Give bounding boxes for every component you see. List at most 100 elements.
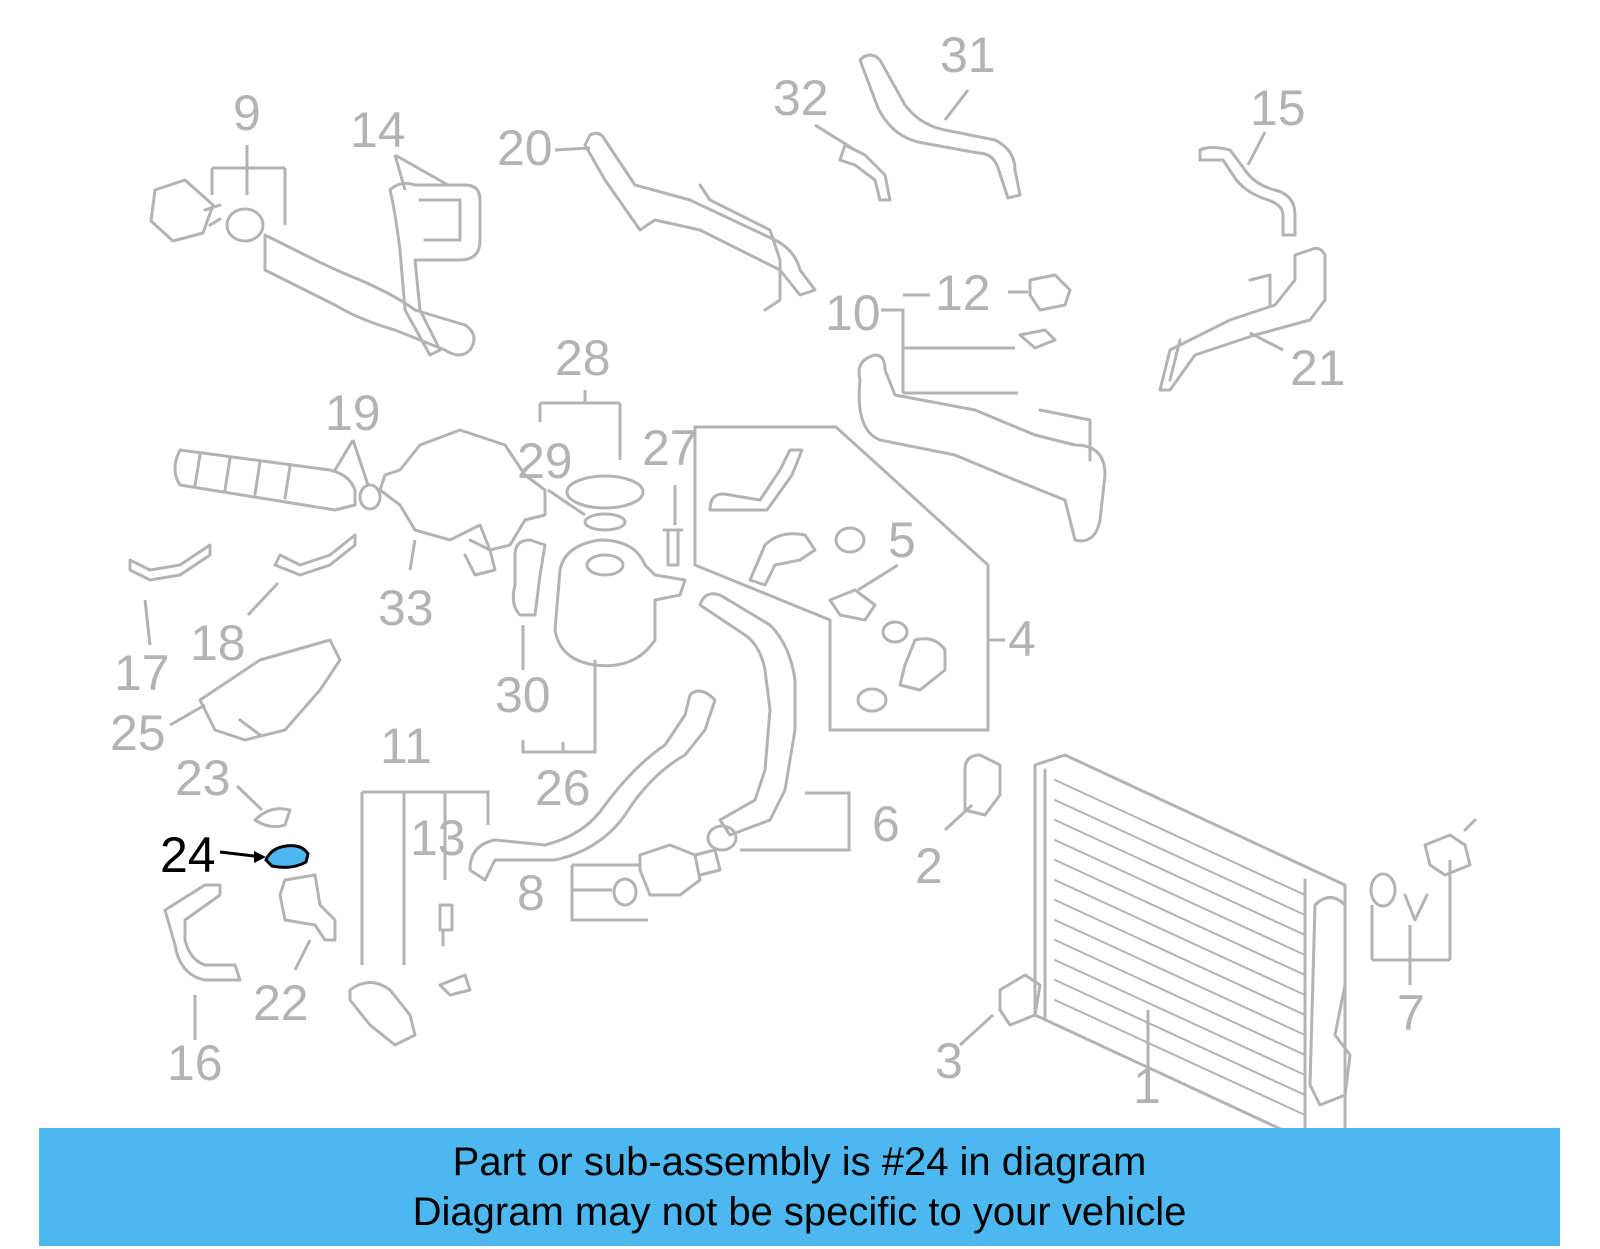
part-19-ring [358, 483, 382, 511]
part-1-radiator-frame [1033, 753, 1347, 1128]
leader-18 [246, 581, 280, 617]
part-9-fitting [149, 178, 222, 243]
callout-16: 16 [167, 1035, 223, 1091]
leader-32 [814, 123, 856, 152]
part-24-shape[interactable] [264, 844, 310, 869]
callout-9: 9 [233, 85, 261, 141]
leader-11 [360, 790, 490, 965]
leader-19 [333, 439, 370, 486]
callout-2: 2 [915, 838, 943, 894]
callout-3: 3 [935, 1033, 963, 1089]
part-8-ring [612, 877, 638, 907]
callout-22: 22 [253, 975, 309, 1031]
part-25-bracket [198, 638, 342, 742]
banner-line-part: Part or sub-assembly is #24 in diagram [452, 1140, 1147, 1184]
part-2-bracket [963, 753, 1002, 817]
part-23-part [253, 807, 292, 829]
part-15-hose [1198, 146, 1297, 237]
leader-8 [570, 863, 648, 922]
leader-5 [857, 563, 899, 592]
leader-3 [958, 1013, 995, 1047]
leader-29 [547, 488, 586, 517]
callout-25: 25 [110, 705, 166, 761]
leader-10 [881, 290, 1028, 395]
part-26-neck [585, 553, 625, 577]
leader-26 [521, 660, 597, 754]
callout-21: 21 [1290, 340, 1346, 396]
callout-31: 31 [940, 27, 996, 83]
part-9-hose [263, 233, 476, 357]
leader-22 [293, 939, 312, 971]
part-9-clamp [225, 207, 265, 243]
callout-7: 7 [1397, 985, 1425, 1041]
leader-20 [554, 146, 591, 152]
leader-6 [740, 791, 851, 852]
part-14-hose [388, 181, 482, 357]
part-4-group-outline [693, 425, 990, 732]
part-6-hose [698, 592, 797, 837]
part-19-hose [173, 448, 357, 512]
callout-labels: 1 2 3 4 5 6 7 8 9 10 11 12 13 14 15 16 1… [110, 27, 1425, 1114]
part-4-clamp [881, 620, 909, 644]
callout-12: 12 [935, 265, 991, 321]
leader-21 [1249, 331, 1284, 352]
leader-28 [538, 390, 622, 460]
callout-6: 6 [872, 796, 900, 852]
part-28-cap [565, 474, 645, 510]
banner-line-disclaimer: Diagram may not be specific to your vehi… [412, 1190, 1187, 1234]
callout-24[interactable]: 24 [160, 827, 216, 883]
part-22-pump [278, 873, 337, 942]
callout-23: 23 [175, 750, 231, 806]
leader-lines [143, 89, 1452, 1080]
callout-32: 32 [773, 70, 829, 126]
callout-8: 8 [517, 865, 545, 921]
callout-19: 19 [325, 385, 381, 441]
part-26-reservoir [553, 538, 687, 668]
part-6-clamp [706, 824, 738, 852]
parts-diagram: 1 2 3 4 5 6 7 8 9 10 11 12 13 14 15 16 1… [110, 27, 1477, 1128]
leader-25 [169, 703, 206, 727]
part-20-pipe [583, 131, 817, 312]
callout-30: 30 [495, 667, 551, 723]
callout-5: 5 [888, 512, 916, 568]
leader-9 [210, 145, 287, 225]
leader-14 [393, 153, 449, 191]
part-4-hoses [708, 448, 947, 692]
part-5-clamp [834, 526, 866, 554]
part-21-pipe [1158, 246, 1327, 392]
callout-10: 10 [825, 285, 881, 341]
part-10-hose [857, 353, 1107, 543]
callout-18: 18 [190, 615, 246, 671]
callout-28: 28 [555, 330, 611, 386]
part-drawings [128, 53, 1477, 1128]
callout-4: 4 [1008, 611, 1036, 667]
part-7-clip [1403, 893, 1429, 922]
part-24-highlight[interactable] [219, 844, 310, 869]
callout-11: 11 [380, 718, 432, 774]
callout-20: 20 [497, 120, 553, 176]
part-11-upper-hose [468, 689, 717, 882]
callout-13: 13 [410, 810, 466, 866]
part-29-seal [583, 512, 627, 532]
part-4-clamp-2 [856, 687, 888, 713]
part-13-sensor [438, 903, 472, 997]
leader-31 [943, 89, 970, 121]
part-30-hose [511, 538, 547, 617]
callout-26: 26 [535, 760, 591, 816]
callout-33: 33 [378, 580, 434, 636]
part-12-fitting [1018, 273, 1072, 350]
part-17-hose [128, 543, 212, 582]
part-31-hose [858, 53, 1022, 200]
leader-2 [943, 803, 974, 832]
part-33-housing [378, 428, 547, 577]
part-16-hose [163, 883, 242, 982]
leader-24-arrowhead [254, 851, 266, 863]
part-7-ring [1369, 872, 1397, 908]
callout-27: 27 [642, 420, 698, 476]
callout-14: 14 [350, 102, 406, 158]
part-27-bolt [662, 528, 684, 567]
part-18-hose [273, 533, 357, 577]
part-11-hose [348, 981, 417, 1047]
callout-15: 15 [1250, 80, 1306, 136]
part-7-fitting [1423, 818, 1477, 877]
